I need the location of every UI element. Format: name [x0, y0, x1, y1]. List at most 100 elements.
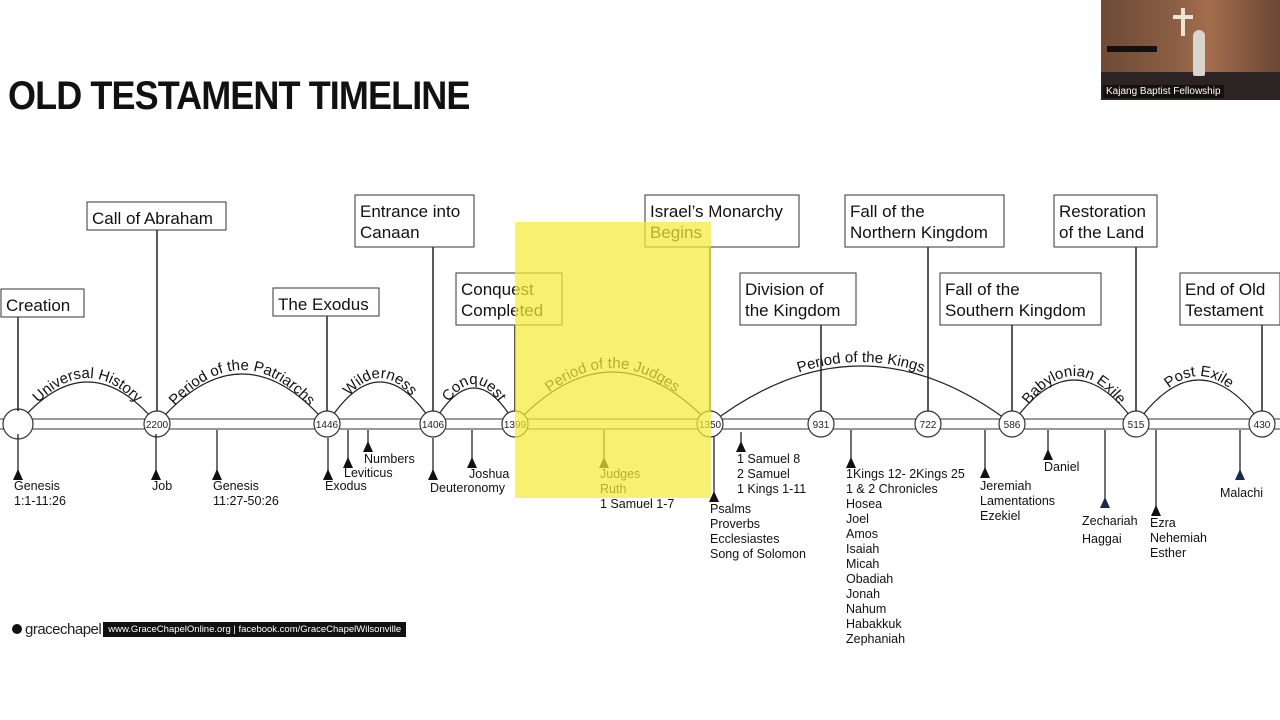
event-box-end: [1179, 272, 1280, 326]
period-arc: [432, 387, 516, 425]
webcam-overlay: Kajang Baptist Fellowship: [1101, 0, 1280, 100]
cross-icon: [1181, 8, 1185, 36]
period-label: Wilderness: [340, 365, 421, 399]
book-label-zechariah: Zechariah: [1082, 514, 1138, 528]
year-label: 515: [1128, 420, 1145, 431]
period-label: Post Exile: [1161, 363, 1237, 392]
grace-chapel-logo-icon: [12, 624, 22, 634]
book-marker-icon: [212, 469, 222, 480]
event-label: End of Old: [1185, 280, 1265, 299]
event-label: of the Land: [1059, 223, 1144, 242]
event-label: Restoration: [1059, 202, 1146, 221]
book-label-malachi: Malachi: [1220, 486, 1263, 500]
book-label-kings: Jonah: [846, 587, 880, 601]
year-label: 1446: [316, 420, 339, 431]
book-label-daniel: Daniel: [1044, 460, 1079, 474]
book-label-kings: Zephaniah: [846, 632, 905, 646]
period-label: Babylonian Exile: [1019, 363, 1130, 407]
event-label: the Kingdom: [745, 301, 840, 320]
book-marker-icon: [980, 467, 990, 478]
event-label: Creation: [6, 296, 70, 315]
event-label: Call of Abraham: [92, 209, 213, 228]
event-box-abraham: [86, 201, 227, 231]
book-marker-icon: [709, 491, 719, 502]
period-arc: [709, 365, 1013, 425]
page-title: OLD TESTAMENT TIMELINE: [8, 74, 470, 118]
book-marker-icon: [323, 469, 333, 480]
book-label-deuteronomy: Deuteronomy: [430, 481, 506, 495]
period-arc: [17, 381, 158, 425]
event-label: Southern Kingdom: [945, 301, 1086, 320]
book-label-samuel: 1 Samuel 8: [737, 452, 800, 466]
book-label-kings: Hosea: [846, 497, 882, 511]
book-label-kings: Micah: [846, 557, 879, 571]
book-label-numbers: Numbers: [364, 452, 415, 466]
book-label-zechariah: Haggai: [1082, 532, 1122, 546]
book-label-gen1: Genesis: [14, 479, 60, 493]
event-box-exodus: [272, 287, 380, 317]
footer-logo: gracechapel: [25, 620, 102, 638]
book-label-gen2: 11:27-50:26: [213, 494, 279, 508]
event-label: Fall of the: [850, 202, 925, 221]
footer-urls: www.GraceChapelOnline.org | facebook.com…: [103, 621, 407, 637]
book-label-ezra: Esther: [1150, 546, 1186, 560]
book-marker-icon: [343, 457, 353, 468]
webcam-label: Kajang Baptist Fellowship: [1103, 85, 1224, 98]
event-label: Canaan: [360, 223, 420, 242]
book-label-kings: Obadiah: [846, 572, 893, 586]
book-label-jeremiah: Jeremiah: [980, 479, 1031, 493]
period-arc: [1011, 379, 1137, 425]
book-marker-icon: [736, 441, 746, 452]
book-marker-icon: [363, 441, 373, 452]
book-label-gen2: Genesis: [213, 479, 259, 493]
book-label-kings: 1Kings 12- 2Kings 25: [846, 467, 965, 481]
event-label: Testament: [1185, 301, 1264, 320]
period-label: Period of the Kings: [795, 349, 927, 376]
book-label-jeremiah: Ezekiel: [980, 509, 1020, 523]
year-label: 722: [920, 420, 937, 431]
event-label: Division of: [745, 280, 824, 299]
book-label-leviticus: Leviticus: [344, 466, 393, 480]
book-label-kings: Amos: [846, 527, 878, 541]
book-marker-icon: [1100, 497, 1110, 508]
event-label: The Exodus: [278, 295, 369, 314]
event-box-canaan: [354, 194, 475, 248]
book-marker-icon: [428, 469, 438, 480]
book-label-psalms: Song of Solomon: [710, 547, 806, 561]
period-label: Period of the Patriarchs: [166, 357, 319, 409]
year-label: 586: [1004, 420, 1021, 431]
book-label-kings: Habakkuk: [846, 617, 902, 631]
year-label: 2200: [146, 420, 169, 431]
event-box-fall_north: [844, 194, 1005, 248]
book-marker-icon: [467, 457, 477, 468]
year-label: 931: [813, 420, 830, 431]
event-label: Israel’s Monarchy: [650, 202, 783, 221]
event-box-restoration: [1053, 194, 1158, 248]
book-label-judges: 1 Samuel 1-7: [600, 497, 674, 511]
book-marker-icon: [1151, 505, 1161, 516]
book-label-kings: Joel: [846, 512, 869, 526]
book-label-kings: Isaiah: [846, 542, 879, 556]
book-label-kings: 1 & 2 Chronicles: [846, 482, 938, 496]
book-label-gen1: 1:1-11:26: [14, 494, 66, 508]
book-label-samuel: 2 Samuel: [737, 467, 790, 481]
period-arc: [156, 373, 328, 425]
footer-banner: gracechapel www.GraceChapelOnline.org | …: [12, 620, 407, 638]
book-label-job: Job: [152, 479, 172, 493]
book-marker-icon: [151, 469, 161, 480]
period-arc: [326, 381, 434, 425]
book-marker-icon: [13, 469, 23, 480]
event-label: Northern Kingdom: [850, 223, 988, 242]
book-label-psalms: Ecclesiastes: [710, 532, 779, 546]
event-label: Fall of the: [945, 280, 1020, 299]
event-label: Entrance into: [360, 202, 460, 221]
book-label-joshua: Joshua: [469, 467, 509, 481]
year-label: 430: [1254, 420, 1271, 431]
period-label: Universal History: [29, 365, 146, 406]
book-marker-icon: [1043, 449, 1053, 460]
year-label: 1406: [422, 420, 445, 431]
book-label-jeremiah: Lamentations: [980, 494, 1055, 508]
book-marker-icon: [1235, 469, 1245, 480]
period-arc: [1135, 379, 1263, 425]
